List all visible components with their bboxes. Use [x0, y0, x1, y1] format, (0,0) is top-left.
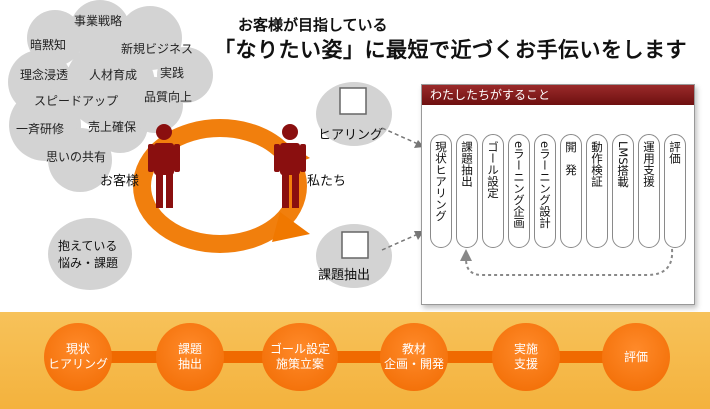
worries-label: 抱えている 悩み・課題 [58, 239, 119, 270]
cloud-word: 一斉研修 [16, 122, 65, 136]
flow-step: 評価 [602, 323, 670, 391]
cloud-word: 事業戦略 [74, 14, 123, 28]
worries-bubble [48, 218, 132, 290]
step-item: 開 発 [560, 134, 582, 248]
flow-step: 現状 ヒアリング [44, 323, 112, 391]
cloud-word: 理念浸透 [20, 68, 69, 82]
flow-step: 教材 企画・開発 [380, 323, 448, 391]
cloud-word: 暗黙知 [30, 38, 67, 52]
panel-title: わたしたちがすること [422, 85, 694, 105]
step-item: ゴール設定 [482, 134, 504, 248]
cloud-word: 人材育成 [89, 68, 138, 82]
us-label: 私たち [307, 174, 347, 189]
document-icon [341, 231, 369, 259]
headline-main: 「なりたい姿」に最短で近づくお手伝いをします [214, 38, 687, 62]
step-item: 動作検証 [586, 134, 608, 248]
us-figure [274, 124, 306, 208]
cloud-word: 新規ビジネス [121, 42, 194, 56]
issue-bubble [316, 224, 392, 288]
customer-figure [148, 124, 180, 208]
flow-step: ゴール設定 施策立案 [262, 323, 338, 391]
hearing-label: ヒアリング [318, 128, 384, 143]
document-icon [339, 87, 367, 115]
step-item: 課題抽出 [456, 134, 478, 248]
flow-step: 実施 支援 [492, 323, 560, 391]
flow-line [50, 351, 660, 363]
concerns-cloud [8, 0, 213, 192]
step-item: 現状ヒアリング [430, 134, 452, 248]
customer-label: お客様 [100, 174, 140, 189]
cloud-word: 実践 [160, 66, 185, 80]
cloud-word: 売上確保 [88, 120, 137, 134]
step-item: eラーニング設計 [534, 134, 556, 248]
cloud-word: 思いの共有 [46, 150, 107, 164]
headline-sub: お客様が目指している [238, 16, 388, 34]
cycle-diagram [133, 119, 310, 253]
cloud-word: スピードアップ [34, 94, 119, 108]
step-item: 評価 [664, 134, 686, 248]
flow-step: 課題 抽出 [156, 323, 224, 391]
step-item: eラーニング企画 [508, 134, 530, 248]
step-item: 運用支援 [638, 134, 660, 248]
services-panel: わたしたちがすること 現状ヒアリング 課題抽出 ゴール設定 eラーニング企画 e… [421, 84, 695, 305]
hearing-bubble [316, 82, 392, 146]
issue-label: 課題抽出 [318, 268, 371, 283]
cloud-word: 品質向上 [144, 90, 193, 104]
loop-back-arrow [460, 248, 674, 276]
step-item: LMS搭載 [612, 134, 634, 248]
